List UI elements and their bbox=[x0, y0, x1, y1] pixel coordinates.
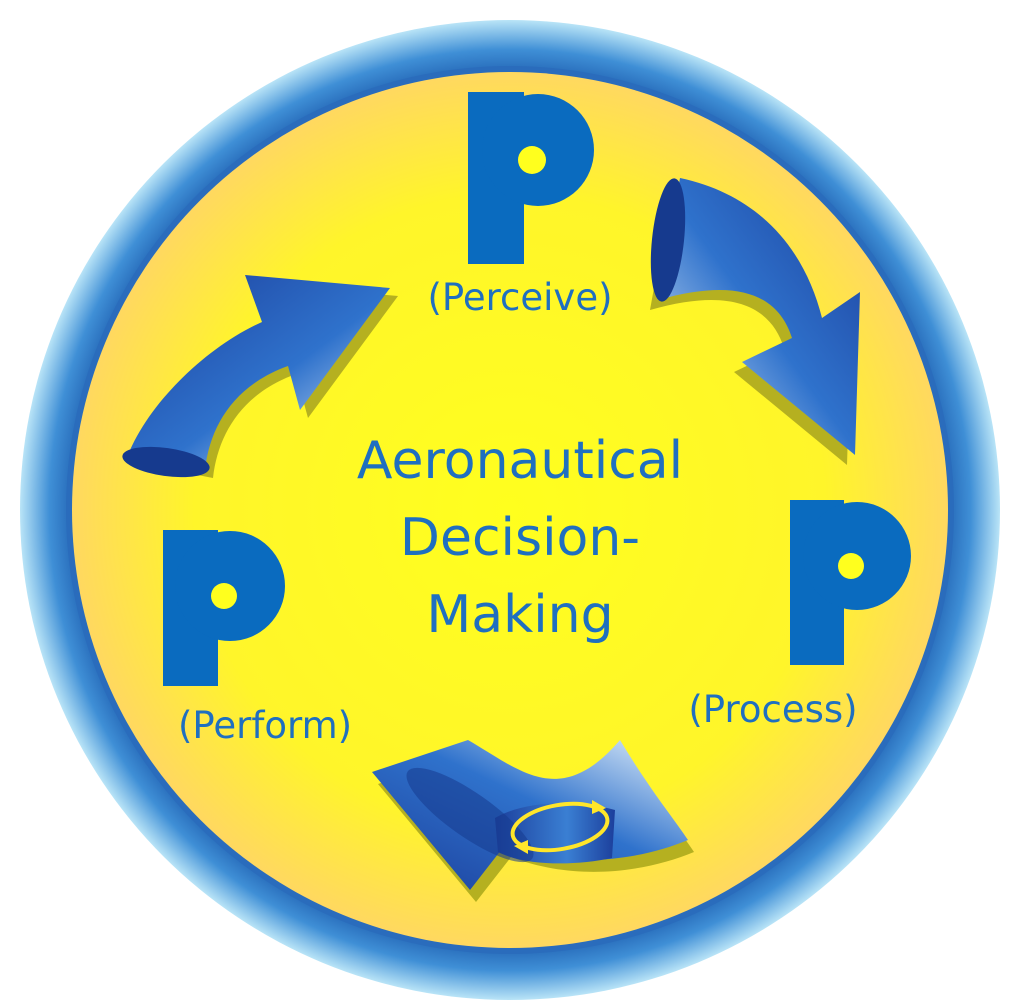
perform-label: (Perform) bbox=[178, 704, 352, 747]
title-line-3: Making bbox=[426, 585, 613, 645]
process-label: (Process) bbox=[688, 688, 857, 731]
perceive-label: (Perceive) bbox=[427, 276, 612, 319]
curved-arrow-icon bbox=[650, 178, 860, 465]
title-line-1: Aeronautical bbox=[357, 431, 683, 491]
perform-p-letter bbox=[163, 530, 285, 686]
curved-arrow-icon bbox=[122, 275, 398, 478]
circular-refresh-icon bbox=[510, 800, 610, 854]
perceive-p-letter bbox=[468, 92, 594, 264]
title-line-2: Decision- bbox=[400, 508, 640, 568]
process-p-letter bbox=[790, 500, 911, 665]
